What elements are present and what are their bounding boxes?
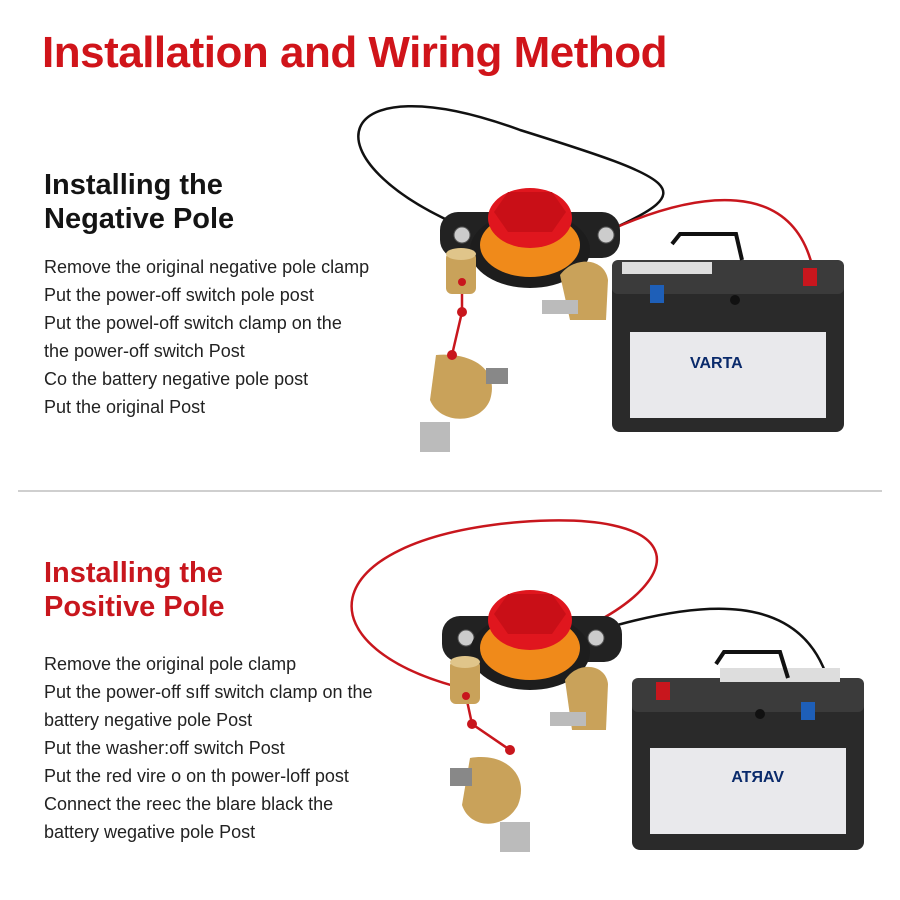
red-wire xyxy=(350,519,659,692)
step-item: battery negative pole Post xyxy=(44,710,253,730)
step-item: Put the power-off sıff switch clamp on t… xyxy=(44,682,373,702)
negative-pole-steps: Remove the original negative pole clamp … xyxy=(44,253,369,421)
battery-clamp xyxy=(420,350,508,452)
positive-terminal xyxy=(803,268,817,286)
step-item: Put the powel-off switch clamp on the xyxy=(44,313,342,333)
step-item: battery wegative pole Post xyxy=(44,822,256,842)
switch-post xyxy=(446,252,476,294)
battery-clamp xyxy=(450,745,530,852)
positive-pole-wiring-diagram: VARTA xyxy=(350,519,864,852)
positive-terminal xyxy=(656,682,670,700)
battery-disconnect-switch xyxy=(442,590,622,690)
battery-brand: VARTA xyxy=(731,769,784,786)
black-wire xyxy=(599,607,830,681)
step-item: Connect the reec the blare black the xyxy=(44,794,334,814)
car-battery: VARTA xyxy=(632,650,864,850)
page-title: Installation and Wiring Method xyxy=(42,28,668,77)
negative-pole-heading: Installing the Negative Pole xyxy=(44,168,234,236)
switch-post xyxy=(450,660,480,704)
heading-line-1: Installing the xyxy=(44,557,223,589)
negative-terminal xyxy=(650,285,664,303)
step-item: Put the power-off switch pole post xyxy=(44,285,314,305)
step-item: Co the battery negative pole post xyxy=(44,369,309,389)
positive-pole-heading: Installing the Positive Pole xyxy=(44,556,225,624)
negative-terminal xyxy=(801,702,815,720)
positive-pole-steps: Remove the original pole clamp Put the p… xyxy=(44,650,373,846)
step-item: Put the red vire o on th power-loff post xyxy=(44,766,349,786)
step-item: Remove the original negative pole clamp xyxy=(44,257,370,277)
heading-line-2: Positive Pole xyxy=(44,591,225,623)
step-item: Put the washer:off switch Post xyxy=(44,738,285,758)
section-divider xyxy=(18,490,882,492)
red-wire xyxy=(609,198,814,266)
battery-disconnect-switch xyxy=(440,188,620,288)
battery-brand: VARTA xyxy=(690,355,743,372)
car-battery: VARTA xyxy=(612,232,844,432)
heading-line-2: Negative Pole xyxy=(44,203,235,235)
heading-line-1: Installing the xyxy=(44,169,223,201)
step-item: Put the original Post xyxy=(44,397,206,417)
step-item: the power-off switch Post xyxy=(44,341,245,361)
black-wire xyxy=(357,105,665,232)
step-item: Remove the original pole clamp xyxy=(44,654,297,674)
negative-pole-wiring-diagram: VARTA xyxy=(357,105,844,452)
